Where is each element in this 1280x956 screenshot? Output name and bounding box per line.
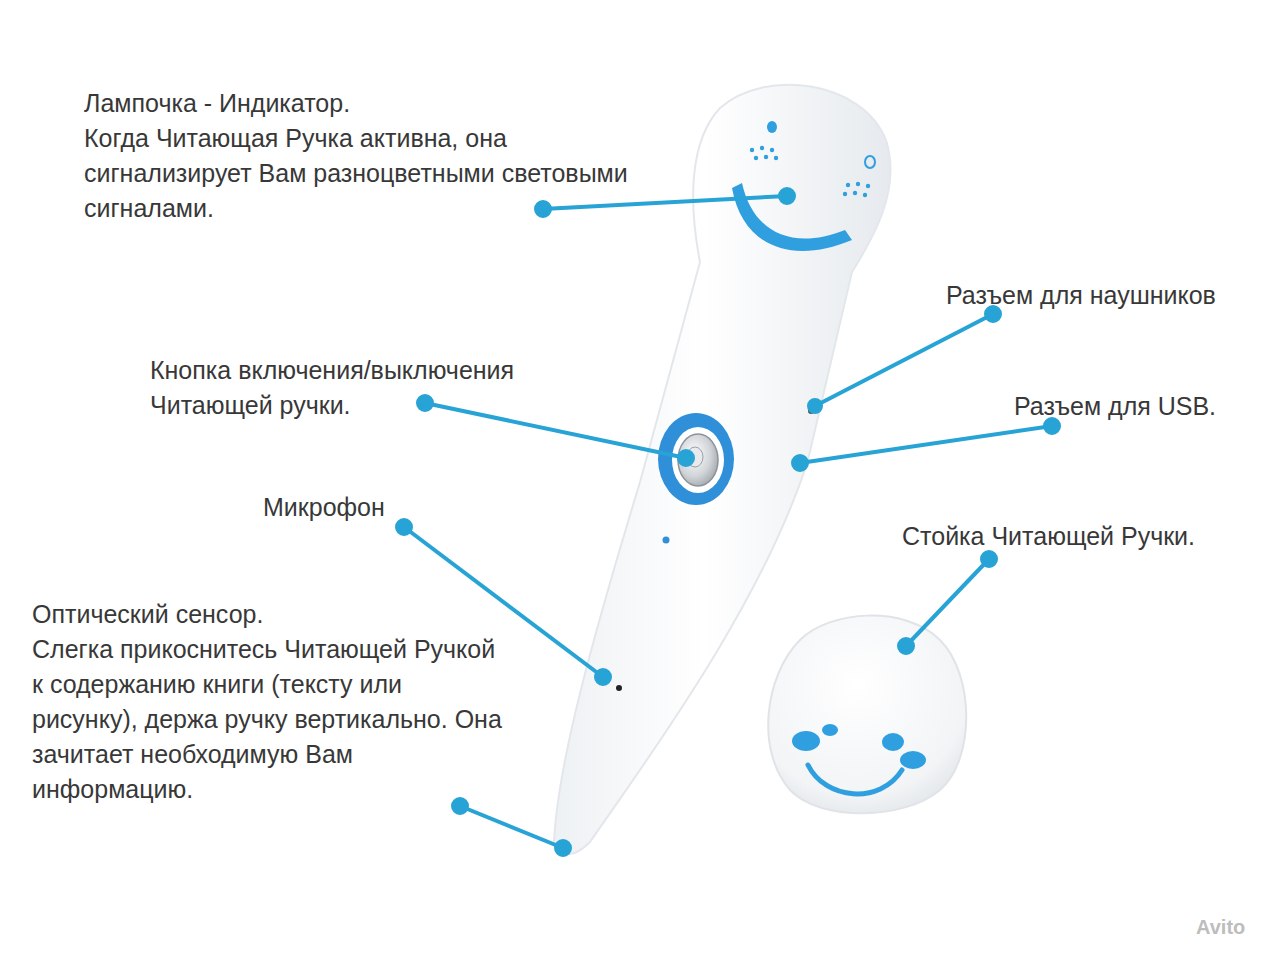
- part-title: Лампочка - Индикатор.: [84, 86, 350, 121]
- part-name: Стойка Читающей Ручки.: [902, 519, 1195, 554]
- part-description: Слегка прикоснитесь Читающей Ручкой к со…: [32, 632, 512, 807]
- part-name: Кнопка включения/выключения Читающей руч…: [150, 353, 590, 423]
- microphone-hole: [663, 537, 670, 544]
- power-button-ring: [658, 413, 734, 505]
- part-name: Разъем для наушников: [946, 278, 1216, 313]
- watermark: Avito: [1196, 910, 1245, 945]
- part-name: Микрофон: [263, 490, 385, 525]
- part-title: Оптический сенсор.: [32, 597, 263, 632]
- pen-stand: [768, 616, 966, 814]
- indicator-lamp: [732, 183, 852, 251]
- part-description: Когда Читающая Ручка активна, она сигнал…: [84, 121, 629, 226]
- part-name: Разъем для USB.: [1014, 389, 1216, 424]
